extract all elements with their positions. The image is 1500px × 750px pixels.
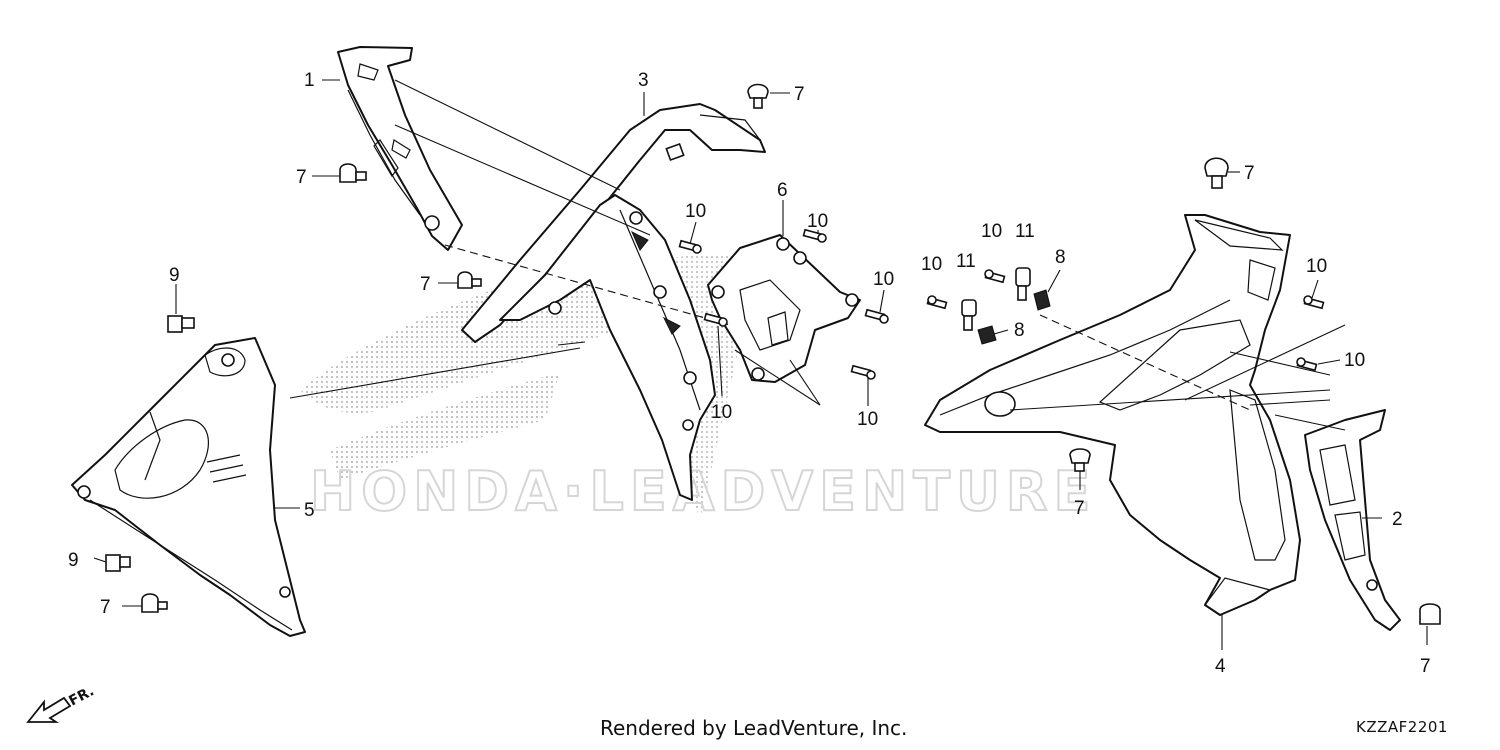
callout-leaders: [93, 79, 1428, 650]
screw-7-upper-left[interactable]: [339, 163, 367, 183]
callout-7-b: 7: [296, 167, 307, 188]
screw-7-bottom-left[interactable]: [141, 593, 168, 613]
callout-1: 1: [304, 70, 315, 91]
callout-10-b: 10: [807, 211, 828, 232]
callout-9-b: 9: [68, 550, 79, 571]
callout-7-e: 7: [1244, 163, 1255, 184]
callout-labels: 1 2 3 4 5 6 7 7 7 7 7 7 7 8 8 9 9 10 10 …: [68, 70, 1431, 677]
watermark-text: HONDA·LEADVENTURE: [310, 460, 1096, 523]
screw-7-top-center[interactable]: [747, 83, 769, 109]
part-3-center-upper-cover[interactable]: [461, 103, 766, 501]
callout-8-b: 8: [1014, 320, 1025, 341]
callout-4: 4: [1215, 656, 1226, 677]
callout-5: 5: [304, 500, 315, 521]
callout-2: 2: [1392, 509, 1403, 530]
callout-10-i: 10: [1344, 350, 1365, 371]
callout-3: 3: [638, 70, 649, 91]
screw-7-right-top[interactable]: [1204, 157, 1229, 189]
callout-10-f: 10: [921, 254, 942, 275]
callout-7-d: 7: [100, 597, 111, 618]
callout-6: 6: [777, 180, 788, 201]
clips-11[interactable]: [961, 267, 1031, 331]
callout-7-c: 7: [420, 274, 431, 295]
front-arrow-label: FR.: [66, 683, 96, 709]
render-credit-text: Rendered by LeadVenture, Inc.: [600, 716, 908, 740]
nuts-8[interactable]: [977, 289, 1051, 345]
callout-10-g: 10: [981, 221, 1002, 242]
callout-8-a: 8: [1055, 247, 1066, 268]
bolt-9-bottom-left[interactable]: [105, 554, 131, 572]
callout-9-a: 9: [169, 265, 180, 286]
bolt-9-top-left[interactable]: [167, 315, 195, 333]
callout-10-e: 10: [857, 409, 878, 430]
screw-7-right-bottom[interactable]: [1419, 603, 1441, 625]
part-4-side-cover-right[interactable]: [924, 214, 1301, 616]
callout-10-a: 10: [685, 201, 706, 222]
part-2-inner-cover-right[interactable]: [1304, 409, 1401, 631]
screw-7-mid-left[interactable]: [457, 271, 482, 289]
front-direction-arrow: FR.: [26, 683, 97, 723]
callout-11-b: 11: [1015, 221, 1035, 242]
callout-7-g: 7: [1420, 656, 1431, 677]
callout-10-h: 10: [1306, 256, 1327, 277]
part-5-lower-cover[interactable]: [71, 337, 306, 637]
callout-10-d: 10: [711, 402, 732, 423]
part-6-bracket[interactable]: [707, 234, 861, 383]
callout-11-a: 11: [956, 251, 976, 272]
callout-7-a: 7: [794, 84, 805, 105]
bolts-10[interactable]: [678, 228, 1325, 380]
diagram-code-text: KZZAF2201: [1356, 718, 1448, 736]
callout-10-c: 10: [873, 269, 894, 290]
assembly-reference-lines: [289, 79, 1346, 431]
screw-7-right-mid[interactable]: [1069, 448, 1091, 472]
part-1-inner-cover-left[interactable]: [337, 46, 463, 251]
callout-7-f: 7: [1074, 498, 1085, 519]
